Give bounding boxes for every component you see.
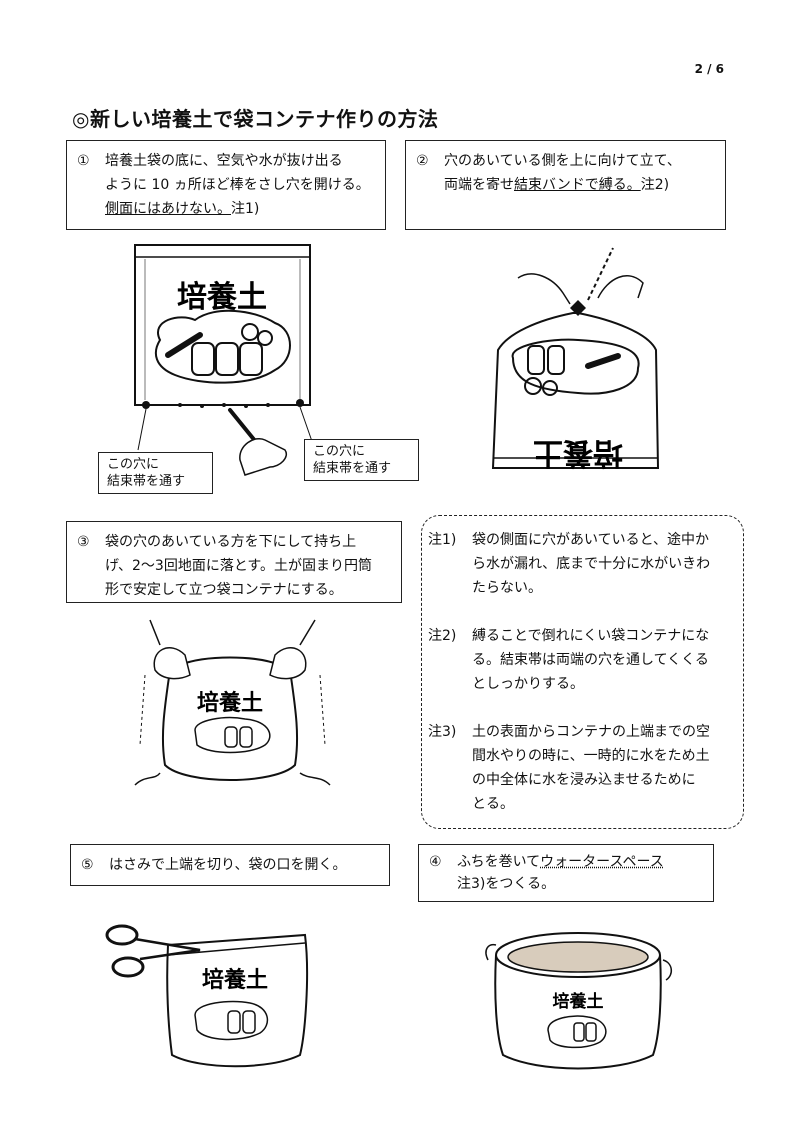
step-2-underlined: 結束バンドで縛る。 xyxy=(514,177,641,193)
hole-label-right: この穴に 結束帯を通す xyxy=(304,439,419,481)
note-3-head: 注3) xyxy=(428,724,457,740)
hole-label-right-line-2: 結束帯を通す xyxy=(313,461,392,476)
page-title: ◎新しい培養土で袋コンテナ作りの方法 xyxy=(72,107,439,131)
step-2-number: ② xyxy=(416,153,429,169)
step-3-number: ③ xyxy=(77,534,90,550)
step-3-line-2: げ、2～3回地面に落とす。土が固まり円筒 xyxy=(105,558,373,574)
step-4-number: ④ xyxy=(429,854,442,870)
step-5-number: ⑤ xyxy=(81,857,94,873)
step-3-line-3: 形で安定して立つ袋コンテナにする。 xyxy=(105,582,343,598)
hole-label-left-line-2: 結束帯を通す xyxy=(107,474,186,489)
roll-arrow-right-icon xyxy=(662,959,672,981)
bag-print-text-3: 培養土 xyxy=(197,690,263,716)
step-5-line-1: はさみで上端を切り、袋の口を開く。 xyxy=(109,857,347,873)
note-3-line-2: 間水やりの時に、一時的に水をため土 xyxy=(472,748,710,764)
scissors-icon xyxy=(105,924,201,978)
step-4-box: ④ ふちを巻いてウォータースペース 注3)をつくる。 xyxy=(418,844,714,902)
note-2-line-1: 縛ることで倒れにくい袋コンテナにな xyxy=(472,628,710,644)
left-hand-icon xyxy=(517,273,571,305)
roll-arrow-left-icon xyxy=(485,943,497,961)
note-2-line-2: る。結束帯は両端の穴を通してくくる xyxy=(472,652,709,668)
step-3-line-1: 袋の穴のあいている方を下にして持ち上 xyxy=(105,534,357,550)
step-2-line-1: 穴のあいている側を上に向けて立て、 xyxy=(444,153,681,169)
step-2-line-2: 両端を寄せ結束バンドで縛る。注2) xyxy=(444,173,715,197)
hole-label-left: この穴に 結束帯を通す xyxy=(98,452,213,494)
step-4-line-2: 注3)をつくる。 xyxy=(457,876,556,892)
bag-print-text-4: 培養土 xyxy=(553,991,604,1012)
step-2-box: ② 穴のあいている側を上に向けて立て、 両端を寄せ結束バンドで縛る。注2) xyxy=(405,140,726,230)
hole-label-left-line-1: この穴に xyxy=(107,457,160,472)
step-1-number: ① xyxy=(77,153,90,169)
hole-marker-left xyxy=(142,401,150,409)
step-2-line-2-pre: 両端を寄せ xyxy=(444,177,514,193)
step-2-text: 穴のあいている側を上に向けて立て、 両端を寄せ結束バンドで縛る。注2) xyxy=(444,149,715,197)
step-5-box: ⑤ はさみで上端を切り、袋の口を開く。 xyxy=(70,844,390,886)
hole-marker-right xyxy=(296,399,304,407)
right-hand-icon xyxy=(269,647,307,680)
hole-label-right-line-1: この穴に xyxy=(313,444,366,459)
note-2-head: 注2) xyxy=(428,628,457,644)
step-2-note-ref: 注2) xyxy=(640,177,670,193)
bag-print-text-5: 培養土 xyxy=(202,967,268,993)
step-1-line-1: 培養土袋の底に、空気や水が抜け出る xyxy=(105,153,343,169)
water-space-container-illustration: 培養土 xyxy=(485,932,672,1070)
step-1-text: 培養土袋の底に、空気や水が抜け出る ように 10 ヵ所ほど棒をさし穴を開ける。 … xyxy=(105,149,375,221)
left-hand-icon xyxy=(153,647,191,680)
note-2: 注2) 縛ることで倒れにくい袋コンテナにな る。結束帯は両端の穴を通してくくる … xyxy=(428,624,735,696)
bag-print-text: 培養土 xyxy=(177,280,267,315)
hand-icon xyxy=(239,438,287,476)
bag-print-upside-down: 培養土 xyxy=(533,435,623,470)
step-4-line-1: ふちを巻いてウォータースペース xyxy=(457,851,703,873)
note-3-line-1: 土の表面からコンテナの上端までの空 xyxy=(472,724,710,740)
note-3: 注3) 土の表面からコンテナの上端までの空 間水やりの時に、一時的に水をため土 … xyxy=(428,720,735,816)
soil-surface xyxy=(507,941,649,973)
note-3-line-3: の中全体に水を浸み込ませるために xyxy=(472,772,696,788)
step-5-text: はさみで上端を切り、袋の口を開く。 xyxy=(109,853,379,877)
note-2-line-3: としっかりする。 xyxy=(472,676,584,692)
note-1-head: 注1) xyxy=(428,532,457,548)
bag-with-holes-illustration: 培養土 xyxy=(134,244,316,476)
step-1-underlined: 側面にはあけない。 xyxy=(105,201,231,217)
step-3-box: ③ 袋の穴のあいている方を下にして持ち上 げ、2～3回地面に落とす。土が固まり円… xyxy=(66,521,402,603)
cutting-bag-illustration: 培養土 xyxy=(105,924,309,1068)
note-1: 注1) 袋の側面に穴があいていると、途中か ら水が漏れ、底まで十分に水がいきわ … xyxy=(428,528,735,600)
step-4-line-1-pre: ふちを巻いて xyxy=(457,854,541,870)
step-4-text: ふちを巻いてウォータースペース 注3)をつくる。 xyxy=(457,851,703,895)
step-1-line-2: ように 10 ヵ所ほど棒をさし穴を開ける。 xyxy=(105,177,370,193)
notes-panel: 注1) 袋の側面に穴があいていると、途中か ら水が漏れ、底まで十分に水がいきわ … xyxy=(421,515,744,829)
page-number: 2 / 6 xyxy=(694,62,724,76)
note-1-line-1: 袋の側面に穴があいていると、途中か xyxy=(472,532,710,548)
note-1-line-3: たらない。 xyxy=(472,580,542,596)
tied-bag-illustration: 培養土 xyxy=(491,247,660,470)
step-3-text: 袋の穴のあいている方を下にして持ち上 げ、2～3回地面に落とす。土が固まり円筒 … xyxy=(105,530,391,602)
right-hand-icon xyxy=(597,275,644,299)
note-3-line-4: とる。 xyxy=(472,796,514,812)
dropping-bag-illustration: 培養土 xyxy=(134,619,331,786)
step-4-underlined: ウォータースペース xyxy=(540,854,664,870)
note-1-line-2: ら水が漏れ、底まで十分に水がいきわ xyxy=(472,556,711,572)
step-1-line-3: 側面にはあけない。注1) xyxy=(105,197,375,221)
step-1-box: ① 培養土袋の底に、空気や水が抜け出る ように 10 ヵ所ほど棒をさし穴を開ける… xyxy=(66,140,386,230)
step-1-note-ref: 注1) xyxy=(231,201,260,217)
